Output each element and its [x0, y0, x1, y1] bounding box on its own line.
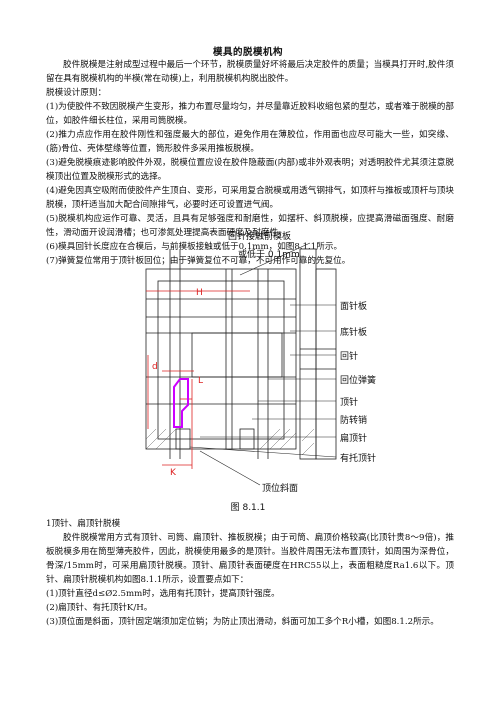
- label-return-pin-contact: 回针接触前模板: [228, 230, 291, 242]
- document-title: 模具的脱模机构: [212, 47, 283, 58]
- point-2: (2)扁顶针、有托顶针K/H。: [46, 603, 153, 613]
- principle-7: (7)弹簧复位常用于顶针板回位；由于弹簧复位不可靠，不可用作可靠的先复位。: [46, 256, 351, 266]
- figure-caption: 图 8.1.1: [230, 503, 266, 513]
- principle-2: (2)推力点应作用在胶件刚性和强度最大的部位，避免作用在薄胶位，作用面也应尽可能…: [46, 130, 454, 154]
- principle-6: (6)模具回针长度应在合模后，与前模板接触或低于0.1mm，如图8.1.1所示。: [46, 242, 343, 252]
- label-d: d: [152, 362, 158, 372]
- label-flat-pin: 扁顶针: [340, 432, 367, 444]
- principle-3: (3)避免脱模痕迹影响胶件外观，脱模位置应设在胶件隐蔽面(内部)或非外观表明；对…: [46, 158, 454, 182]
- label-H: H: [196, 288, 203, 298]
- dimension-lines: [146, 290, 250, 469]
- plastic-part: [173, 378, 189, 428]
- label-stepped-pin: 有托顶针: [340, 452, 376, 464]
- label-face-plate: 面针板: [340, 300, 367, 312]
- label-bottom-plate: 底针板: [340, 326, 367, 338]
- label-L: L: [198, 376, 203, 386]
- label-K: K: [170, 468, 177, 478]
- ejector-mechanism-figure: 回针接触前模板 或低于 0.1mm 面针板 底针板 回针 回位弹簧 顶针 防转销…: [145, 230, 376, 494]
- point-1: (1)顶针直径d≤Ø2.5mm时，选用有托顶针，提高顶针强度。: [46, 589, 280, 599]
- point-3: (3)顶位面是斜面，顶针固定端须加定位销；为防止顶出滑动，斜面可加工多个R小槽，…: [46, 617, 439, 627]
- section-heading: 1顶针、扁顶针脱模: [46, 519, 121, 529]
- label-ejector-pin: 顶针: [340, 396, 358, 408]
- principles-heading: 脱模设计原则：: [46, 88, 107, 98]
- label-anti-rotation-pin: 防转销: [340, 414, 367, 426]
- intro-section: 胶件脱模是注射成型过程中最后一个环节，脱模质量好坏将最后决定胶件的质量；当模具打…: [46, 58, 454, 268]
- label-ejection-bevel: 顶位斜面: [262, 482, 298, 494]
- mold-plates: [145, 248, 337, 460]
- label-below-tolerance: 或低于 0.1mm: [238, 248, 300, 260]
- leader-lines: [189, 242, 337, 486]
- hatching: [145, 428, 315, 456]
- intro-paragraph: 胶件脱模是注射成型过程中最后一个环节，脱模质量好坏将最后决定胶件的质量；当模具打…: [46, 60, 454, 84]
- section-1: 1顶针、扁顶针脱模 胶件脱模常用方式有顶针、司筒、扁顶针、推板脱模；由于司筒、扁…: [46, 517, 454, 629]
- label-return-pin: 回针: [340, 350, 358, 362]
- section-paragraph: 胶件脱模常用方式有顶针、司筒、扁顶针、推板脱模；由于司筒、扁顶价格较高(比顶针贵…: [46, 533, 454, 585]
- principle-5: (5)脱模机构应运作可靠、灵活，且具有足够强度和耐磨性，如摆杆、斜顶脱模，应提高…: [46, 214, 454, 238]
- label-return-spring: 回位弹簧: [340, 374, 376, 386]
- principle-1: (1)为使胶件不致因脱模产生变形，推力布置尽量均匀，并尽量靠近胶料收缩包紧的型芯…: [46, 102, 454, 126]
- principle-4: (4)避免因真空吸附而使胶件产生顶白、变形，可采用复合脱模或用透气钢排气，如顶杆…: [46, 186, 454, 210]
